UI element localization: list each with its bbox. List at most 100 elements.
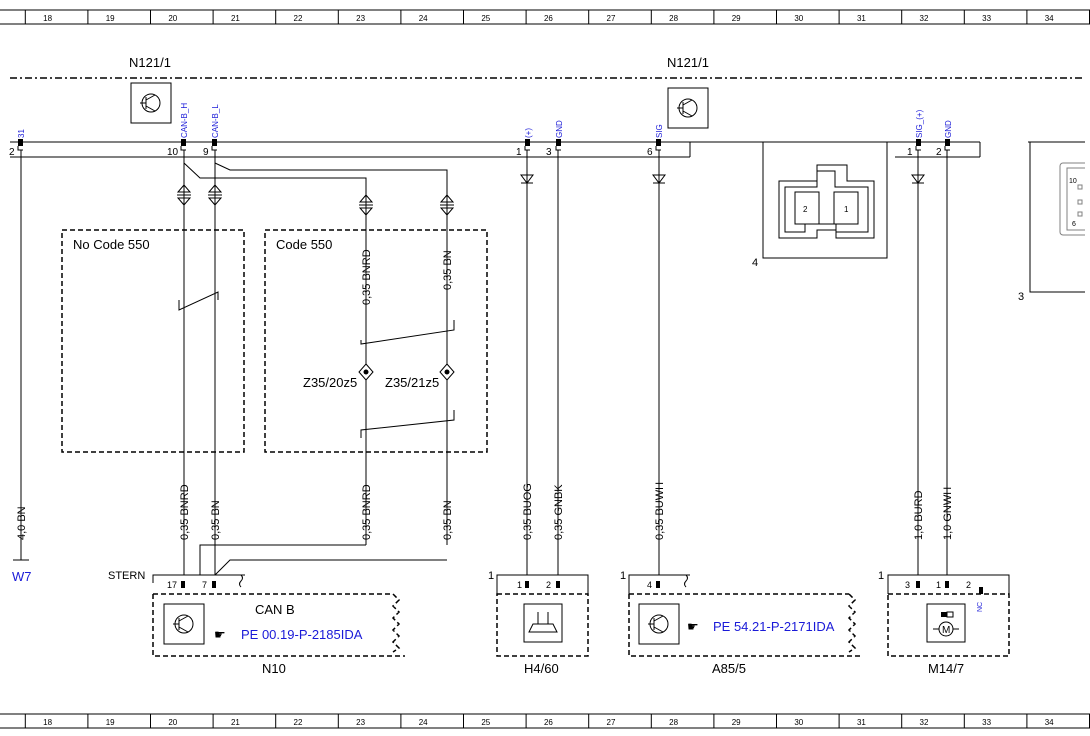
ruler-bottom-column-number: 31	[857, 718, 866, 727]
connector-4-drawing	[762, 142, 888, 259]
pointing-hand-icon: ☛	[214, 627, 226, 642]
ruler-bottom-column-number: 18	[43, 718, 52, 727]
splice-label: Z35/21z5	[385, 375, 439, 390]
ruler-top-column-number: 27	[607, 14, 616, 23]
ruler-bottom-column-number: 34	[1045, 718, 1054, 727]
pin-signal-label: SIG_(+)	[915, 109, 924, 138]
wire-label: 1,0 GNWH	[942, 487, 954, 540]
transistor-icon	[130, 82, 172, 124]
pin-number: 2	[966, 580, 971, 590]
wire-label: 0,35 BN	[442, 250, 454, 290]
ruler-bottom-column-number: 25	[481, 718, 490, 727]
edge-pin-number: 6	[1072, 221, 1076, 228]
ruler-bottom-column-number: 29	[732, 718, 741, 727]
transistor-icon	[638, 603, 680, 645]
splice-label: Z35/20z5	[303, 375, 357, 390]
pin-signal-label: SIG	[655, 124, 664, 138]
socket-pin-number: 2	[803, 205, 808, 214]
wire-label: 4,0 BN	[16, 506, 28, 540]
m147-box	[887, 593, 1010, 657]
wire-label: 1,0 BURD	[913, 490, 925, 540]
code-550-label: Code 550	[276, 237, 332, 252]
pin-number: 1	[517, 580, 522, 590]
pin-number: 7	[202, 580, 207, 590]
a855-reference-link[interactable]: PE 54.21-P-2171IDA	[713, 619, 835, 634]
ruler-bottom-column-number: 27	[607, 718, 616, 727]
ruler-bottom-column-number: 26	[544, 718, 553, 727]
pin-signal-label: GND	[555, 120, 564, 138]
ruler-bottom-column-number: 19	[106, 718, 115, 727]
wire-label: 0,35 BN	[210, 500, 222, 540]
h460-box	[496, 593, 589, 657]
a855-box	[628, 593, 861, 657]
pin-number: 6	[647, 147, 653, 158]
wire-label: 0,35 GNBK	[553, 484, 565, 540]
module-label-left: N121/1	[129, 55, 171, 70]
ruler-top-column-number: 30	[794, 14, 803, 23]
ruler-bottom-column-number: 33	[982, 718, 991, 727]
svg-text:M: M	[942, 625, 950, 636]
ruler-top-column-number: 26	[544, 14, 553, 23]
ruler-top-column-number: 34	[1045, 14, 1054, 23]
ruler-top-column-number: 20	[168, 14, 177, 23]
pin-number: 17	[167, 580, 177, 590]
ruler-top-column-number: 22	[294, 14, 303, 23]
wire-label: 0,35 BN	[442, 500, 454, 540]
pin-number: 2	[546, 580, 551, 590]
ruler-bottom-column-number: 22	[294, 718, 303, 727]
transistor-icon	[163, 603, 205, 645]
pin-signal-label: CAN-B_H	[180, 103, 189, 138]
switch-symbol	[360, 410, 455, 438]
ruler-bottom-column-number: 30	[794, 718, 803, 727]
edge-pin-number: 10	[1069, 178, 1077, 185]
n10-title: CAN B	[255, 602, 295, 617]
pin-terminal	[17, 139, 950, 151]
pin-number: 10	[167, 147, 179, 158]
n10-reference-link[interactable]: PE 00.19-P-2185IDA	[241, 627, 363, 642]
ruler-top-column-number: 23	[356, 14, 365, 23]
pin-number: 9	[203, 147, 209, 158]
connector-label-4: 4	[752, 257, 758, 269]
wire-label: 0,35 BNRD	[361, 484, 373, 540]
code-550-box	[264, 229, 488, 453]
ruler-top-column-number: 32	[920, 14, 929, 23]
conn-number: 1	[878, 570, 884, 582]
transistor-icon	[667, 87, 709, 129]
speaker-icon	[523, 603, 563, 643]
module-label-right: N121/1	[667, 55, 709, 70]
socket-pin-number: 1	[844, 205, 849, 214]
pin-number: 2	[9, 147, 15, 158]
a855-label: A85/5	[712, 661, 746, 676]
pin-number: 4	[647, 580, 652, 590]
arrow-down-icon	[520, 174, 925, 184]
pin-signal-label: (+)	[524, 128, 533, 138]
stern-label: STERN	[108, 570, 145, 582]
ruler-bottom-column-number: 28	[669, 718, 678, 727]
pin-number: 2	[936, 147, 942, 158]
n10-label: N10	[262, 661, 286, 676]
no-code-550-label: No Code 550	[73, 237, 150, 252]
plug-arrow-icon	[176, 184, 455, 216]
ruler-bottom-column-number: 20	[168, 718, 177, 727]
connector-label-3: 3	[1018, 291, 1024, 303]
no-code-550-box	[61, 229, 245, 453]
ruler-top-column-number: 28	[669, 14, 678, 23]
conn-number: 1	[620, 570, 626, 582]
pin-number: 1	[907, 147, 913, 158]
ruler-top-column-number: 25	[481, 14, 490, 23]
nc-label: NC	[977, 602, 984, 612]
wire-label: 0,35 BNRD	[179, 484, 191, 540]
pin-signal-label: 31	[17, 129, 26, 138]
pin-number: 3	[546, 147, 552, 158]
ruler-top-column-number: 29	[732, 14, 741, 23]
conn-number: 1	[488, 570, 494, 582]
edge-connector-drawing	[1029, 142, 1085, 293]
switch-symbol	[360, 320, 455, 345]
splice-icon	[358, 363, 455, 381]
pin-number: 1	[516, 147, 522, 158]
motor-icon: M	[926, 603, 966, 643]
ruler-bottom-column-number: 23	[356, 718, 365, 727]
ruler-top-column-number: 31	[857, 14, 866, 23]
